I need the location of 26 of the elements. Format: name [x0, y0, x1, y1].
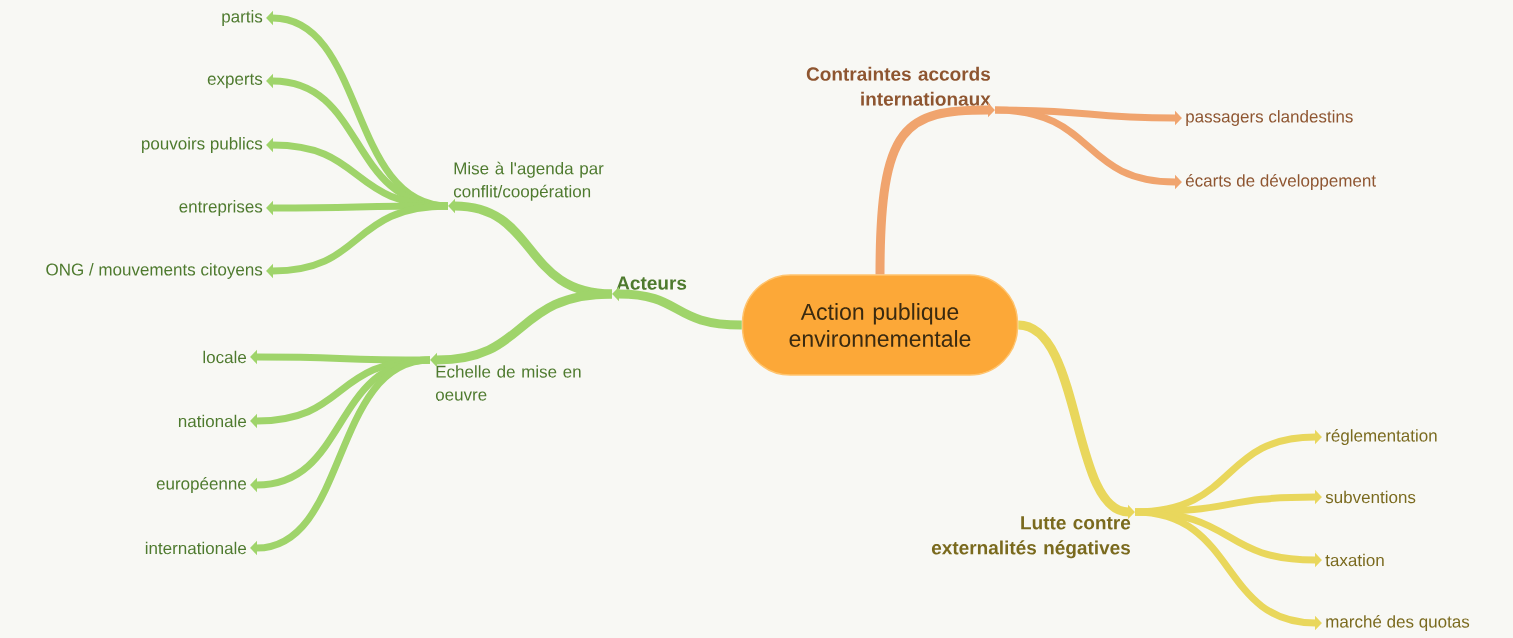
- leaf-label: taxation: [1325, 553, 1384, 567]
- branch-arrow: [250, 356, 431, 556]
- branch-label: Mise à l'agenda par conflit/coopération: [453, 161, 604, 201]
- branch-arrow: [875, 102, 995, 275]
- leaf-label: locale: [203, 350, 247, 364]
- branch-title: Acteurs: [616, 276, 687, 290]
- branch-arrow: [430, 289, 613, 368]
- leaf-label: réglementation: [1326, 429, 1437, 446]
- leaf-label: partis: [222, 10, 263, 26]
- leaf-label: ONG / mouvements citoyens: [46, 263, 263, 279]
- leaf-label: internationale: [145, 541, 247, 555]
- branch-label: Echelle de mise en oeuvre: [435, 365, 581, 401]
- leaf-label: experts: [207, 73, 263, 89]
- leaf-label: marché des quotas: [1326, 615, 1470, 632]
- topic-box: Action publique environnementale: [741, 274, 1019, 376]
- leaf-label: entreprises: [179, 200, 263, 216]
- branch-arrow: [1134, 489, 1322, 516]
- leaf-label: passagers clandestins: [1186, 110, 1353, 126]
- branch-title: Contraintes accords internationaux: [806, 66, 991, 106]
- leaf-label: pouvoirs publics: [142, 137, 263, 153]
- leaf-label: européenne: [156, 477, 247, 494]
- branch-title: Lutte contre externalités négatives: [931, 516, 1131, 559]
- branch-arrow: [266, 202, 449, 279]
- leaf-label: subventions: [1325, 490, 1416, 504]
- leaf-label: nationale: [178, 414, 247, 428]
- leaf-label: écarts de développement: [1185, 174, 1376, 191]
